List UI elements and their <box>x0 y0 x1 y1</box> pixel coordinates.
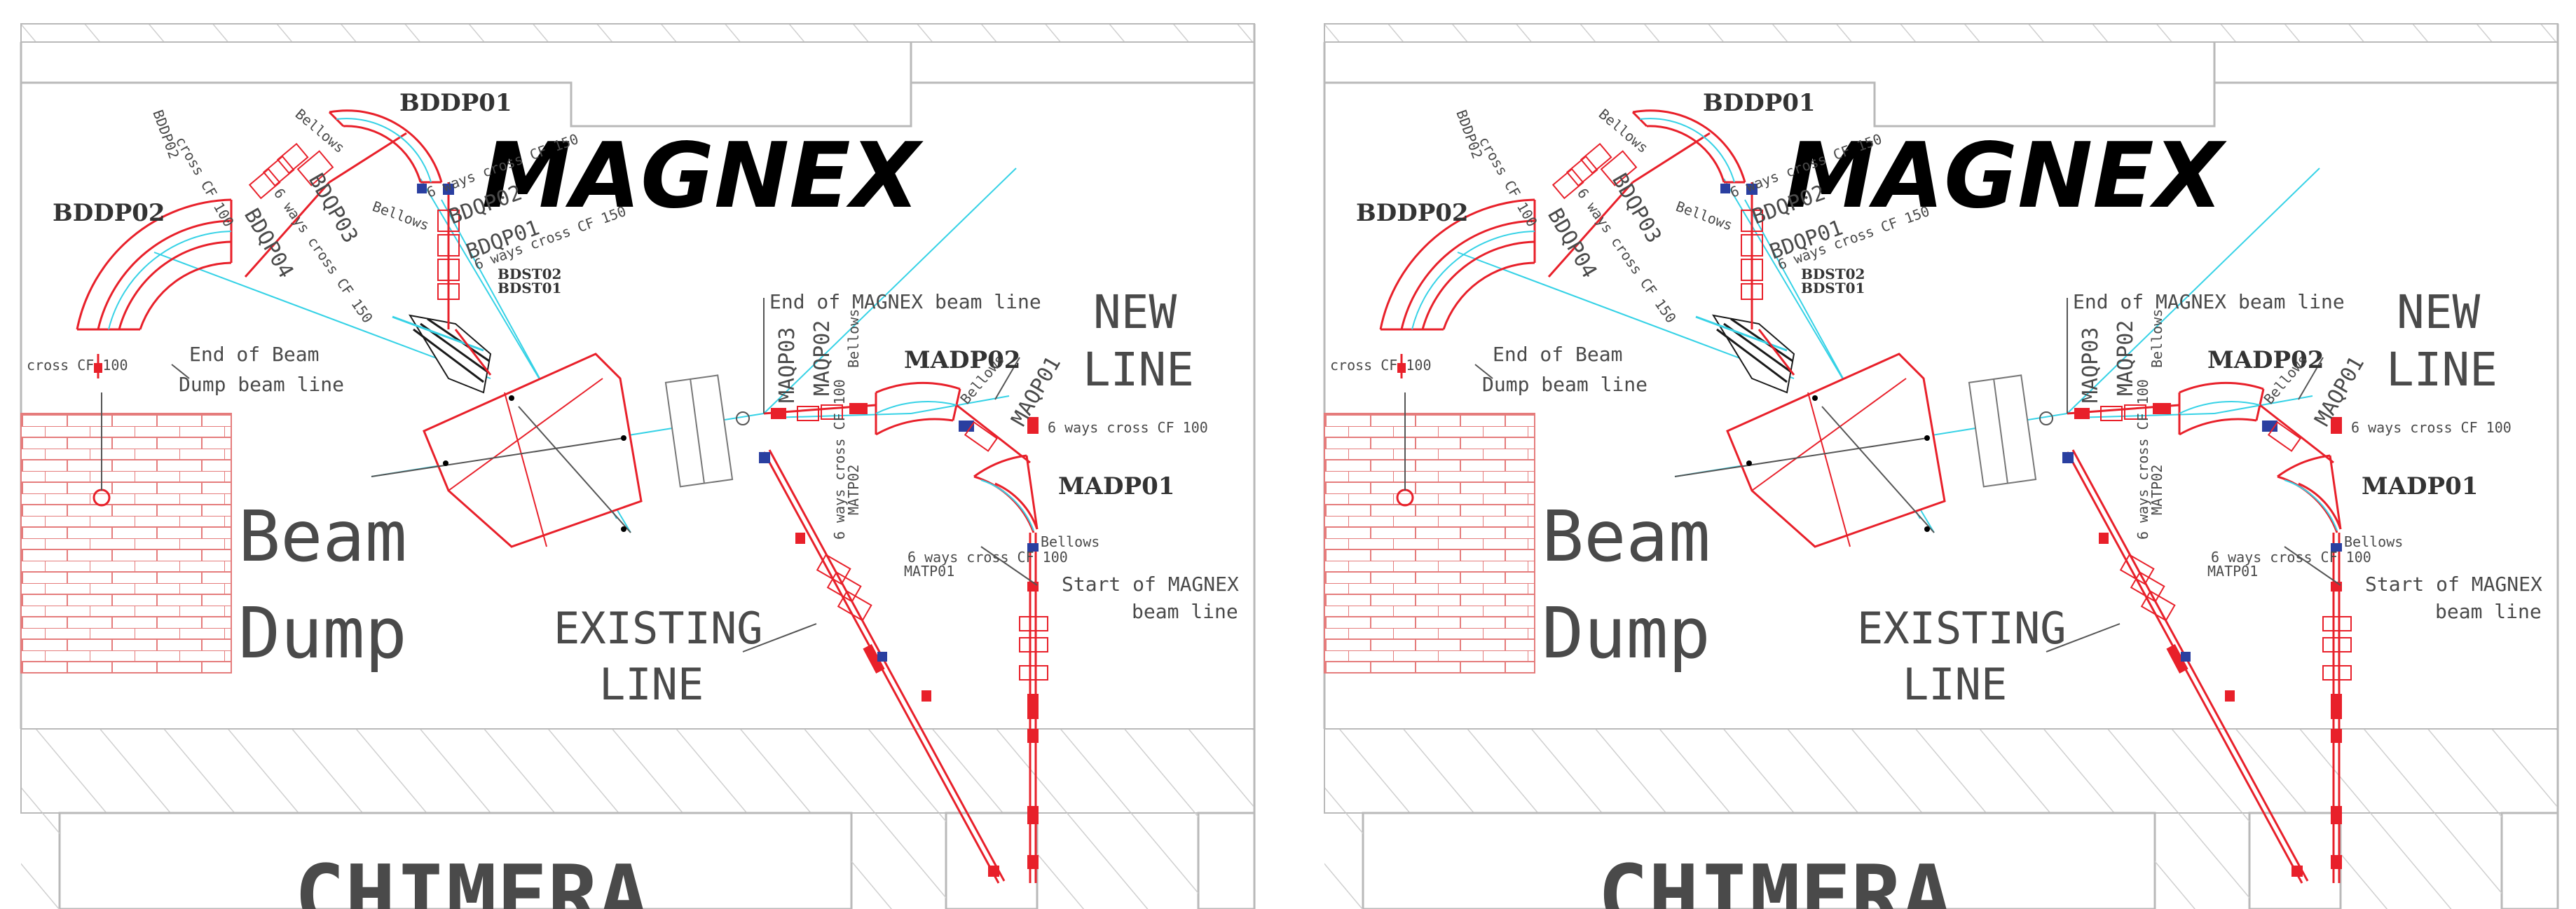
dipole-madp01-label: MADP01 <box>1058 472 1174 500</box>
six-way-cf100-label-1: 6 ways cross CF 100 <box>1048 419 1208 436</box>
cross-cf100-label: cross CF 100 <box>1330 357 1432 374</box>
existing-line-label-2: LINE <box>1903 659 2007 710</box>
quad-maqp02-label: MAQP02 <box>2113 320 2138 396</box>
beam-dump-label-1: Beam <box>1542 495 1711 577</box>
quad-maqp03-label: MAQP03 <box>775 327 800 403</box>
matp01-label: MATP01 <box>2207 563 2258 580</box>
beam-dump-label-2: Dump <box>238 592 407 674</box>
new-line-label-1: NEW <box>1093 285 1177 339</box>
six-way-cf100-label-3: 6 ways cross CF 100 <box>2135 379 2151 540</box>
quad-maqp02-label: MAQP02 <box>810 320 835 396</box>
new-line-label-1: NEW <box>2397 285 2480 339</box>
start-magnex-callout-2: beam line <box>1132 600 1238 623</box>
start-magnex-callout-1: Start of MAGNEX <box>1062 573 1239 596</box>
bdst01-label: BDST01 <box>498 280 561 296</box>
end-magnex-callout: End of MAGNEX beam line <box>2073 290 2345 313</box>
matp02-label: MATP02 <box>845 465 862 515</box>
panel-right: MAGNEX Beam Dump EXISTING LINE NEW LINE … <box>1302 0 2559 909</box>
dipole-madp01-label: MADP01 <box>2362 472 2478 500</box>
six-way-cf100-label-1: 6 ways cross CF 100 <box>2351 419 2512 436</box>
new-line-label-2: LINE <box>2386 343 2498 397</box>
dipole-bddp01-label: BDDP01 <box>399 89 512 117</box>
bellows-label-3: Bellows <box>845 309 862 368</box>
bellows-label-5: Bellows <box>1041 533 1099 550</box>
dipole-madp02-label: MADP02 <box>904 346 1020 374</box>
end-magnex-callout: End of MAGNEX beam line <box>769 290 1041 313</box>
existing-line-label-2: LINE <box>599 659 704 710</box>
magnex-title: MAGNEX <box>1786 124 2227 228</box>
bdst02-label: BDST02 <box>1801 266 1865 282</box>
chimera-label-partial: CHIMERA <box>1598 848 1952 909</box>
end-dump-callout-2: Dump beam line <box>1482 373 1647 396</box>
panel-left: MAGNEX Beam Dump EXISTING LINE NEW LINE … <box>0 0 1256 909</box>
end-dump-callout-1: End of Beam <box>1493 343 1622 366</box>
matp02-label: MATP02 <box>2149 465 2165 515</box>
six-way-cf100-label-2: 6 ways cross CF 100 <box>907 549 1068 566</box>
start-magnex-callout-2: beam line <box>2435 600 2542 623</box>
dipole-bddp02-label: BDDP02 <box>1356 199 1469 227</box>
six-way-cf100-label-2: 6 ways cross CF 100 <box>2211 549 2371 566</box>
six-way-cf100-label-3: 6 ways cross CF 100 <box>831 379 848 540</box>
quad-maqp03-label: MAQP03 <box>2078 327 2103 403</box>
dipole-madp02-label: MADP02 <box>2207 346 2324 374</box>
bellows-label-5: Bellows <box>2344 533 2403 550</box>
existing-line-label-1: EXISTING <box>1857 603 2067 654</box>
dipole-bddp02-label: BDDP02 <box>53 199 165 227</box>
bellows-label-3: Bellows <box>2149 309 2165 368</box>
matp01-label: MATP01 <box>904 563 954 580</box>
chimera-label-partial: CHIMERA <box>294 848 649 909</box>
beam-dump-label-1: Beam <box>238 495 407 577</box>
existing-line-label-1: EXISTING <box>554 603 763 654</box>
beam-dump-label-2: Dump <box>1542 592 1711 674</box>
bdst01-label: BDST01 <box>1801 280 1865 296</box>
dipole-bddp01-label: BDDP01 <box>1703 89 1816 117</box>
start-magnex-callout-1: Start of MAGNEX <box>2365 573 2542 596</box>
cross-cf100-label: cross CF 100 <box>27 357 128 374</box>
end-dump-callout-2: Dump beam line <box>179 373 344 396</box>
bdst02-label: BDST02 <box>498 266 561 282</box>
new-line-label-2: LINE <box>1083 343 1194 397</box>
end-dump-callout-1: End of Beam <box>189 343 319 366</box>
magnex-title: MAGNEX <box>482 124 924 228</box>
